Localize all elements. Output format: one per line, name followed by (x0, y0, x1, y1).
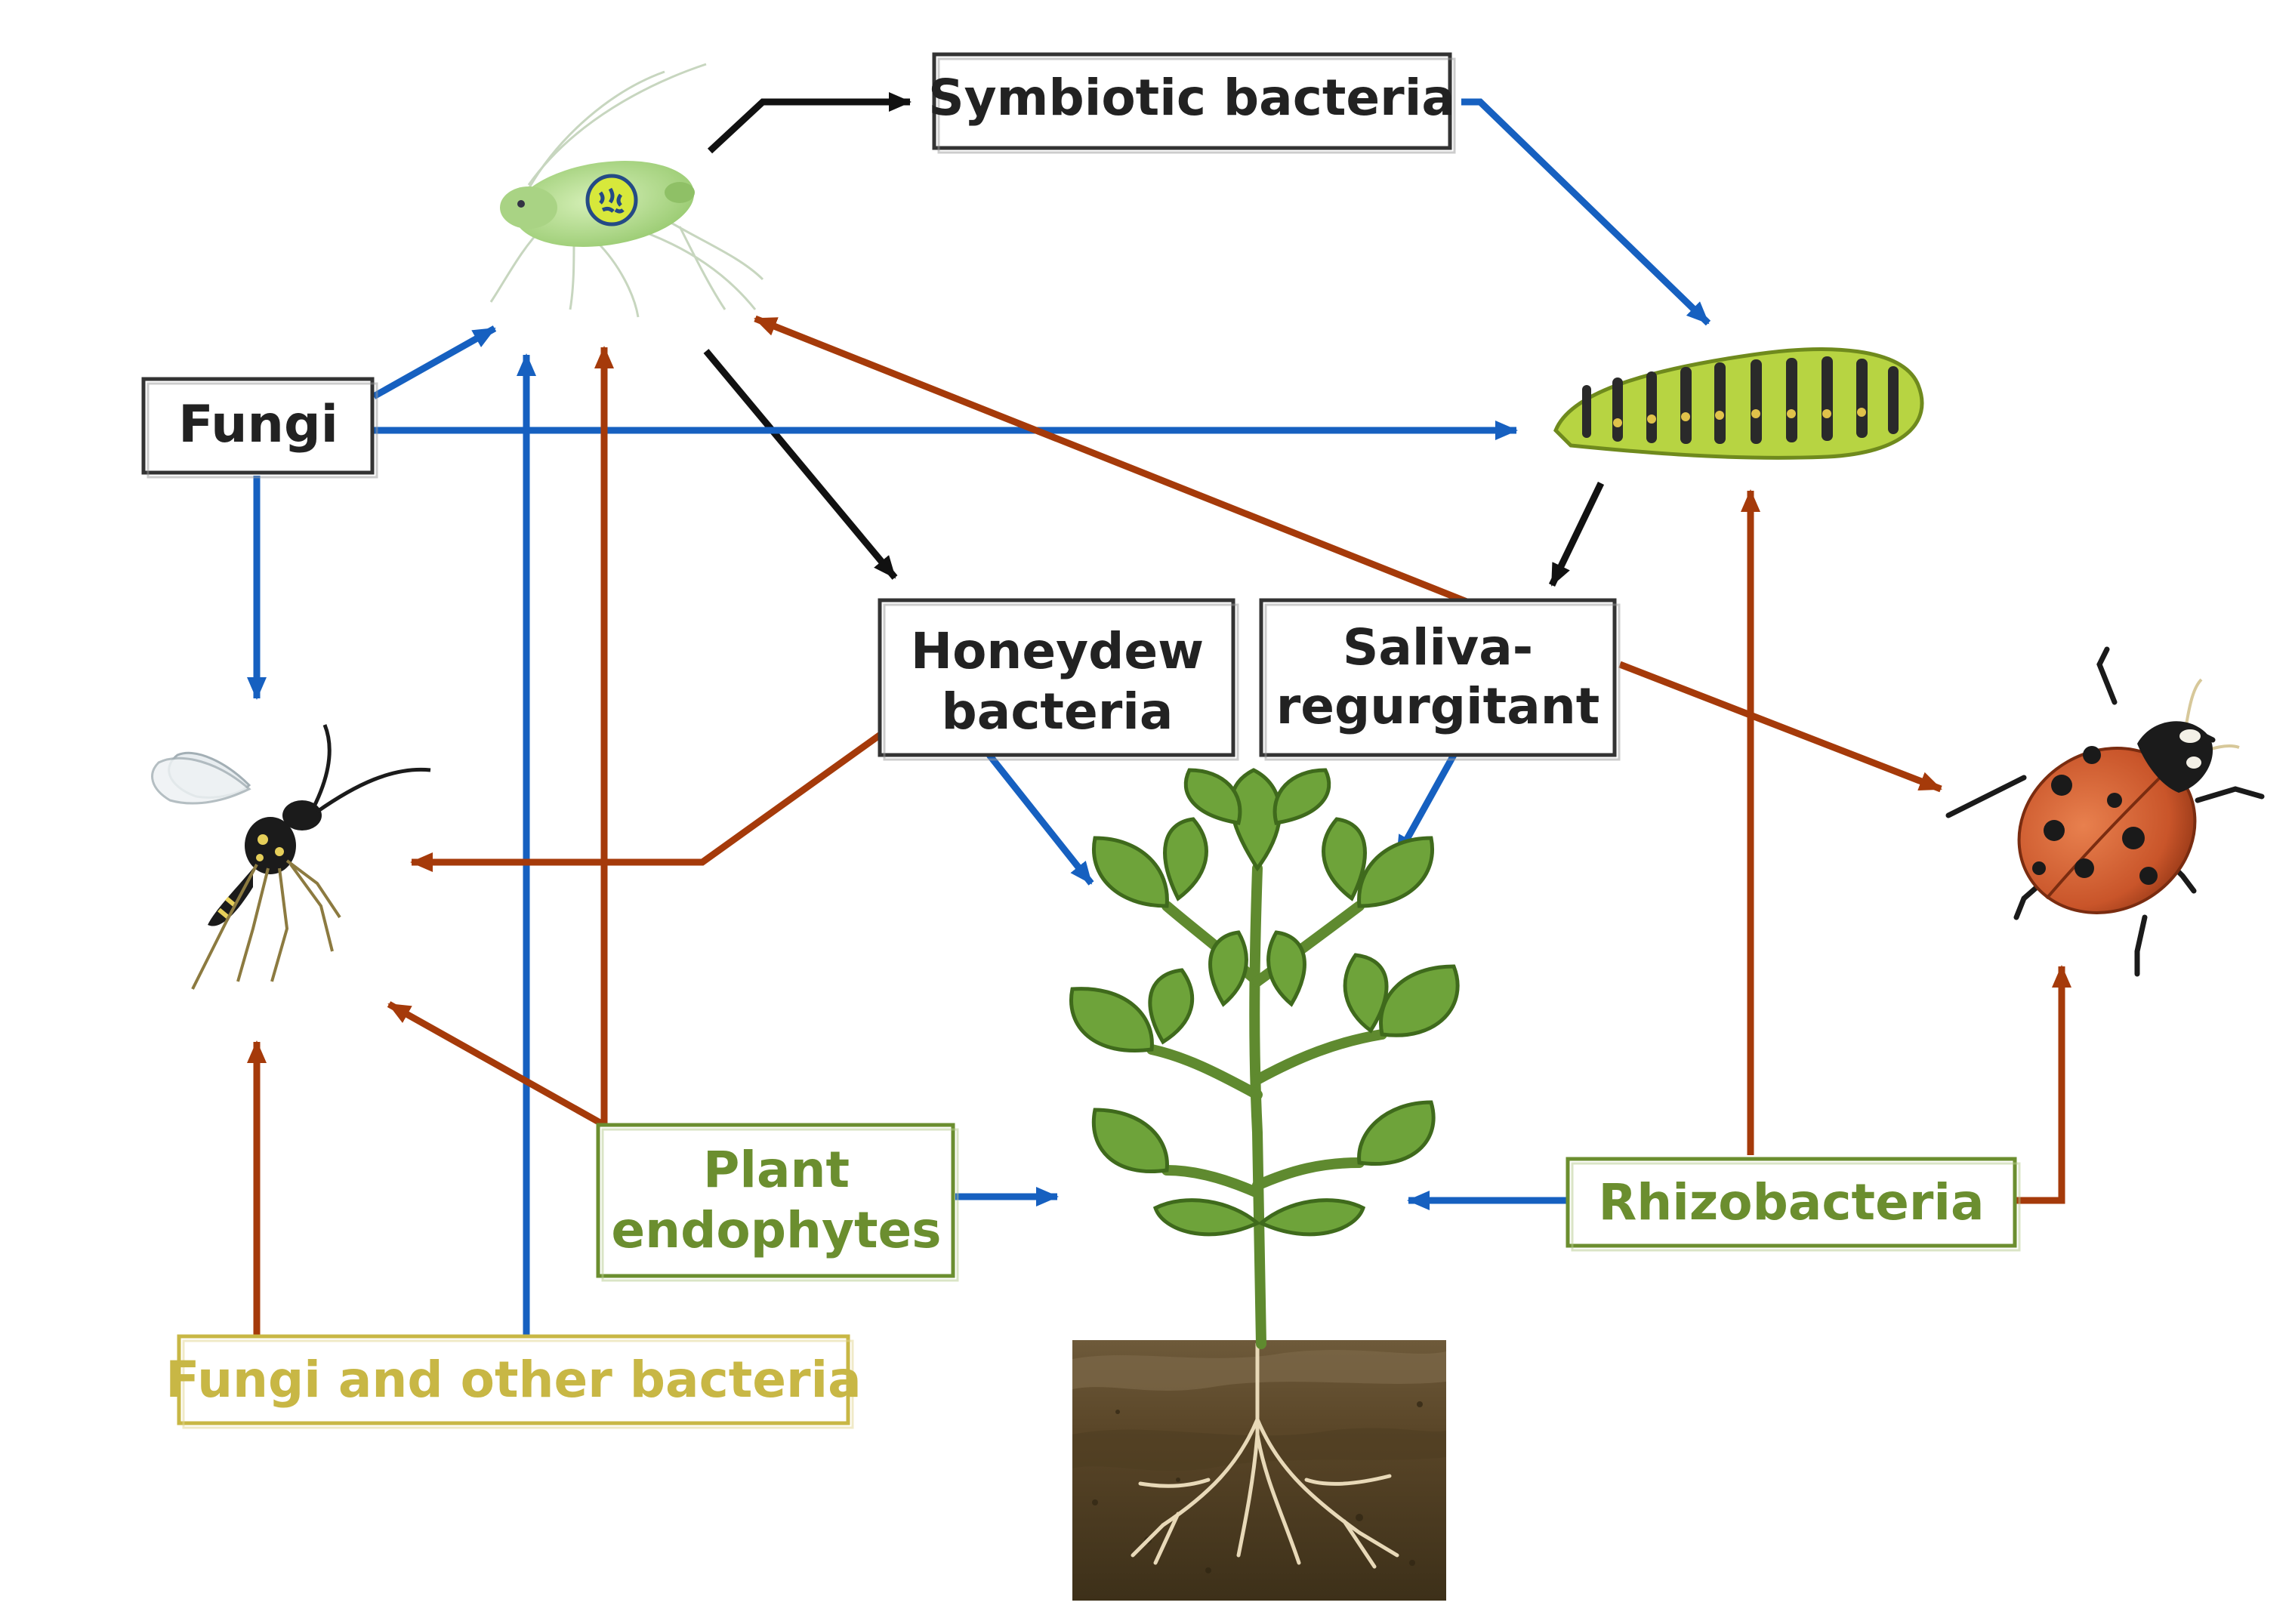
arrow-saliva-to-ladybug (1618, 661, 1942, 793)
aphid-icon (489, 63, 764, 318)
node-rhizobacteria: Rhizobacteria (1566, 1157, 2021, 1252)
rhizobacteria-label: Rhizobacteria (1598, 1173, 1984, 1231)
arrow-caterpillar-to-saliva (1548, 482, 1605, 587)
node-fungi-other-bacteria: Fungi and other bacteria (165, 1334, 862, 1429)
honeydew-bacteria-line1: Honeydew (911, 622, 1204, 680)
arrow-aphid-to-honeydew (703, 349, 898, 580)
arrow-honeydew-to-plant (986, 753, 1094, 886)
node-honeydew-bacteria: Honeydew bacteria (878, 598, 1239, 761)
arrow-ladybug-to-aphid (754, 315, 1474, 608)
arrow-symbiotic-to-caterpillar (1461, 98, 1711, 326)
arrow-fungi-to-aphid (372, 325, 497, 399)
honeydew-bacteria-line2: bacteria (942, 683, 1174, 741)
plant-icon (1069, 768, 1460, 1601)
saliva-regurgitant-line2: regurgitant (1276, 677, 1600, 735)
node-plant-endophytes: Plant endophytes (596, 1123, 959, 1282)
saliva-regurgitant-line1: Saliva- (1343, 618, 1533, 676)
ladybug-icon (1945, 646, 2265, 977)
plant-endophytes-line2: endophytes (611, 1201, 941, 1259)
caterpillar-icon (1553, 347, 1924, 460)
plant-endophytes-line1: Plant (703, 1141, 850, 1199)
arrow-aphid-to-symbiotic (707, 92, 912, 154)
arrows-layer (247, 92, 2071, 1336)
fungi-label: Fungi (178, 395, 338, 455)
symbiotic-bacteria-label: Symbiotic bacteria (928, 69, 1455, 127)
node-fungi: Fungi (141, 377, 378, 479)
arrow-honeydew-to-wasp (410, 729, 886, 872)
node-symbiotic-bacteria: Symbiotic bacteria (928, 52, 1456, 154)
fungi-other-bacteria-label: Fungi and other bacteria (165, 1351, 861, 1409)
wasp-icon (151, 724, 431, 990)
arrow-rhizo-to-ladybug (2016, 965, 2071, 1204)
node-saliva-regurgitant: Saliva- regurgitant (1259, 598, 1621, 761)
arrow-endophytes-to-wasp (387, 1001, 606, 1128)
